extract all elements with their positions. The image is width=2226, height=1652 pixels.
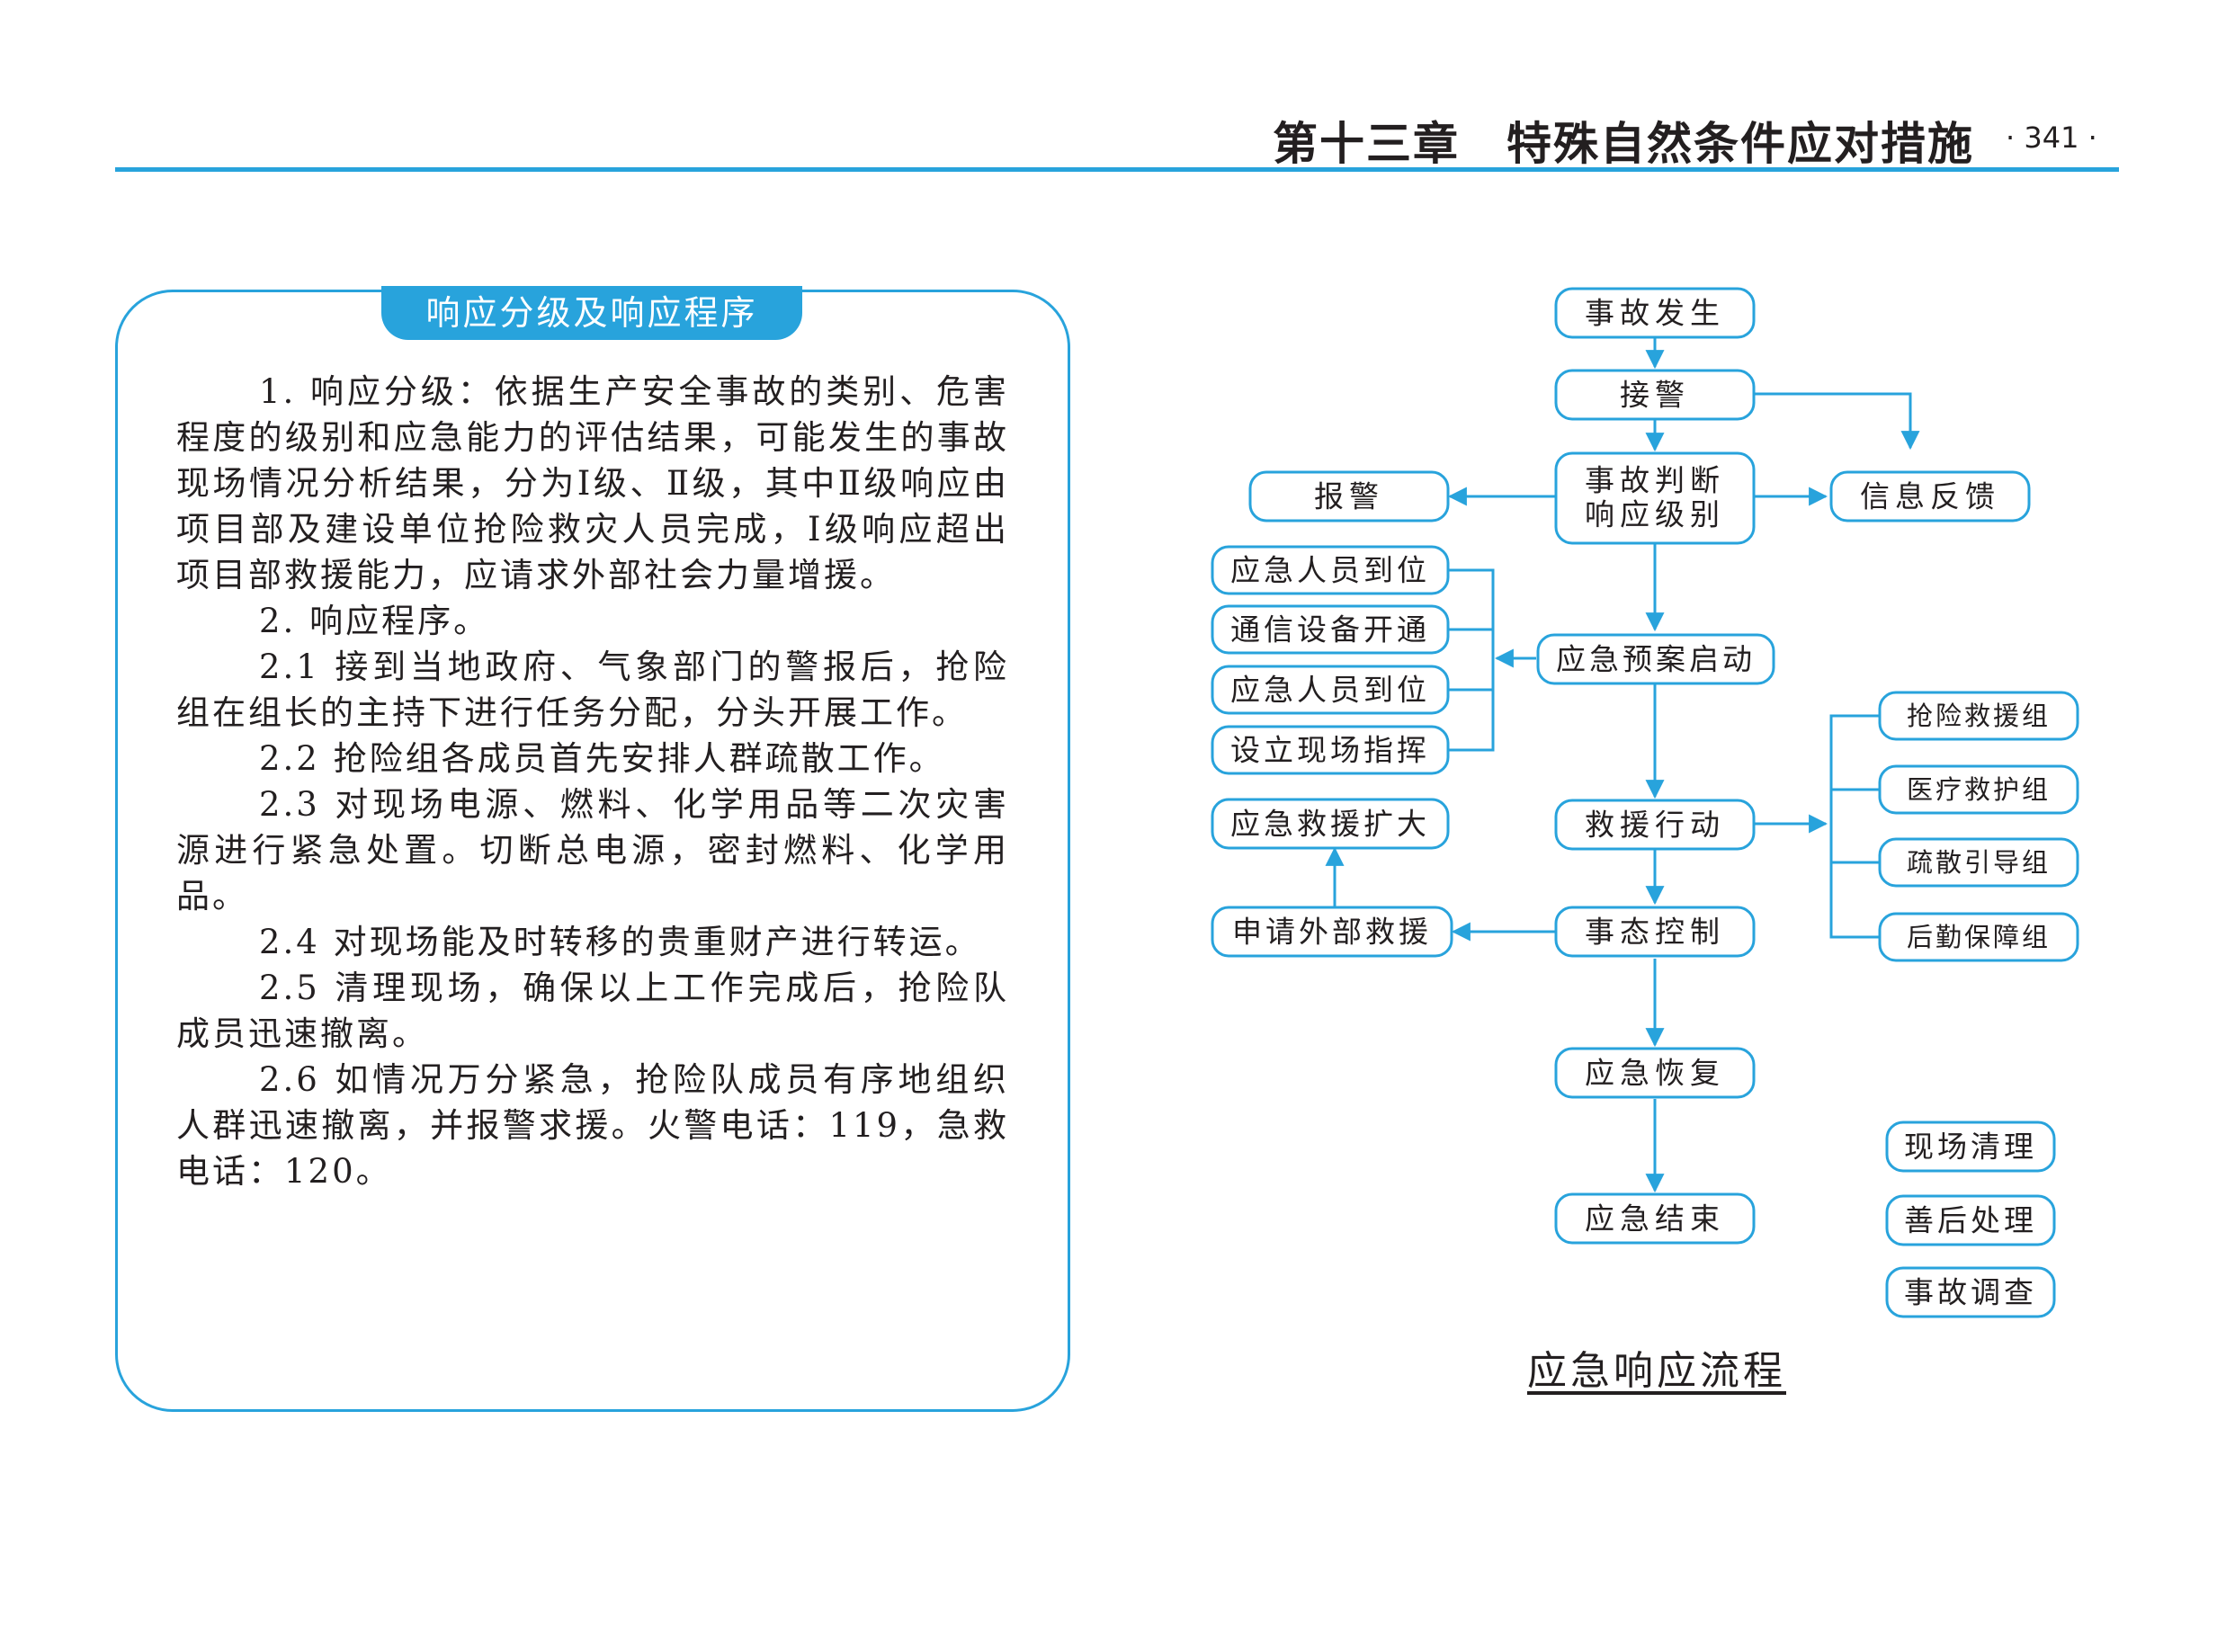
node-situation-control [1554,906,1756,958]
node-end [1554,1192,1756,1245]
node-comms-open [1211,604,1450,655]
node-investigation [1885,1266,2056,1318]
label-judge-line1: 事故判断 [1585,463,1725,498]
paragraph-procedure: 2. 响应程序。 [259,602,490,640]
label-personnel-in-place-2: 应急人员到位 [1230,673,1430,708]
panel-title: 响应分级及响应程序 [381,286,802,340]
node-recovery [1554,1047,1756,1099]
label-accident-occurs: 事故发生 [1585,296,1725,331]
node-receive-alarm [1554,369,1756,421]
label-rescue-group: 抢险救援组 [1907,701,2051,731]
node-rescue-group [1878,691,2079,741]
node-report-police [1248,470,1450,522]
label-site-cleanup: 现场清理 [1904,1130,2037,1165]
label-personnel-in-place-1: 应急人员到位 [1230,553,1430,588]
node-rescue-action [1554,799,1756,851]
label-medical-group: 医疗救护组 [1907,774,2051,805]
label-receive-alarm: 接警 [1620,378,1690,413]
node-judge-level [1554,451,1756,545]
label-field-command: 设立现场指挥 [1230,733,1430,768]
paragraph-response-levels: 1. 响应分级：依据生产安全事故的类别、危害程度的级别和应急能力的评估结果，可能… [176,372,1009,594]
label-comms-open: 通信设备开通 [1230,612,1430,647]
paragraph-2-4: 2.4 对现场能及时转移的贵重财产进行转运。 [259,923,981,961]
label-recovery: 应急恢复 [1585,1056,1725,1091]
node-external-rescue [1211,906,1453,958]
node-medical-group [1878,764,2079,815]
label-end: 应急结束 [1585,1201,1725,1237]
paragraph-2-6: 2.6 如情况万分紧急，抢险队成员有序地组织人群迅速撤离，并报警求援。火警电话：… [176,1060,1009,1191]
paragraph-2-3: 2.3 对现场电源、燃料、化学用品等二次灾害源进行紧急处置。切断总电源，密封燃料… [176,785,1009,915]
paragraph-2-1: 2.1 接到当地政府、气象部门的警报后，抢险组在组长的主持下进行任务分配，分头开… [176,647,1009,732]
node-personnel-in-place-1 [1211,545,1450,595]
node-accident-occurs [1554,287,1756,339]
node-evac-group [1878,837,2079,888]
node-plan-start [1536,633,1775,685]
node-field-command [1211,725,1450,775]
node-logistics-group [1878,912,2079,962]
node-aftermath [1885,1194,2056,1246]
label-evac-group: 疏散引导组 [1907,847,2051,878]
label-investigation: 事故调查 [1904,1275,2037,1310]
node-info-feedback [1829,470,2031,522]
label-judge-line2: 响应级别 [1585,497,1725,532]
header-rule [115,167,2119,172]
flow-connectors [1325,338,1920,1193]
node-expand-rescue [1211,798,1450,850]
label-plan-start: 应急预案启动 [1556,642,1756,677]
label-external-rescue: 申请外部救援 [1232,915,1432,950]
label-rescue-action: 救援行动 [1585,808,1725,843]
chapter-title: 第十三章 特殊自然条件应对措施 [1273,118,1974,170]
flowchart-caption: 应急响应流程 [1527,1348,1786,1394]
node-site-cleanup [1885,1121,2056,1173]
paragraph-2-2: 2.2 抢险组各成员首先安排人群疏散工作。 [259,739,945,778]
panel-body: 1. 响应分级：依据生产安全事故的类别、危害程度的级别和应急能力的评估结果，可能… [176,369,1009,1194]
label-info-feedback: 信息反馈 [1860,479,2000,514]
label-situation-control: 事态控制 [1585,915,1725,950]
paragraph-2-5: 2.5 清理现场，确保以上工作完成后，抢险队成员迅速撤离。 [176,969,1009,1053]
node-personnel-in-place-2 [1211,665,1450,715]
label-expand-rescue: 应急救援扩大 [1230,807,1430,842]
label-logistics-group: 后勤保障组 [1907,922,2051,952]
label-report-police: 报警 [1314,479,1384,514]
label-aftermath: 善后处理 [1904,1203,2037,1238]
page-number: · 341 · [2006,121,2097,155]
